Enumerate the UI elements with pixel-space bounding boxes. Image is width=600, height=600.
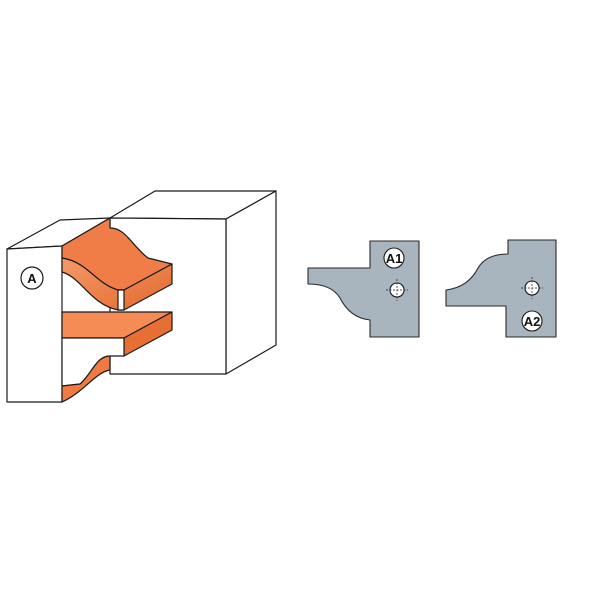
knife-a2-label-text: A2 [524,314,541,329]
lower-profile [61,311,173,403]
lower-profile-cove [61,355,111,403]
knife-a1: A1 [307,240,420,338]
block-label-a: A [20,266,44,290]
back-block-side-face [225,190,277,375]
upper-profile [61,217,173,311]
knife-a2: A2 [445,239,557,338]
block-label-a-text: A [27,271,37,286]
block-label-a-circle [20,266,44,290]
knife-a2-label-circle [521,310,543,332]
upper-profile-curve-face [61,257,173,311]
knife-a1-label-circle [383,247,405,269]
knife-a1-label-text: A1 [386,251,403,266]
upper-profile-fillet [117,289,125,311]
